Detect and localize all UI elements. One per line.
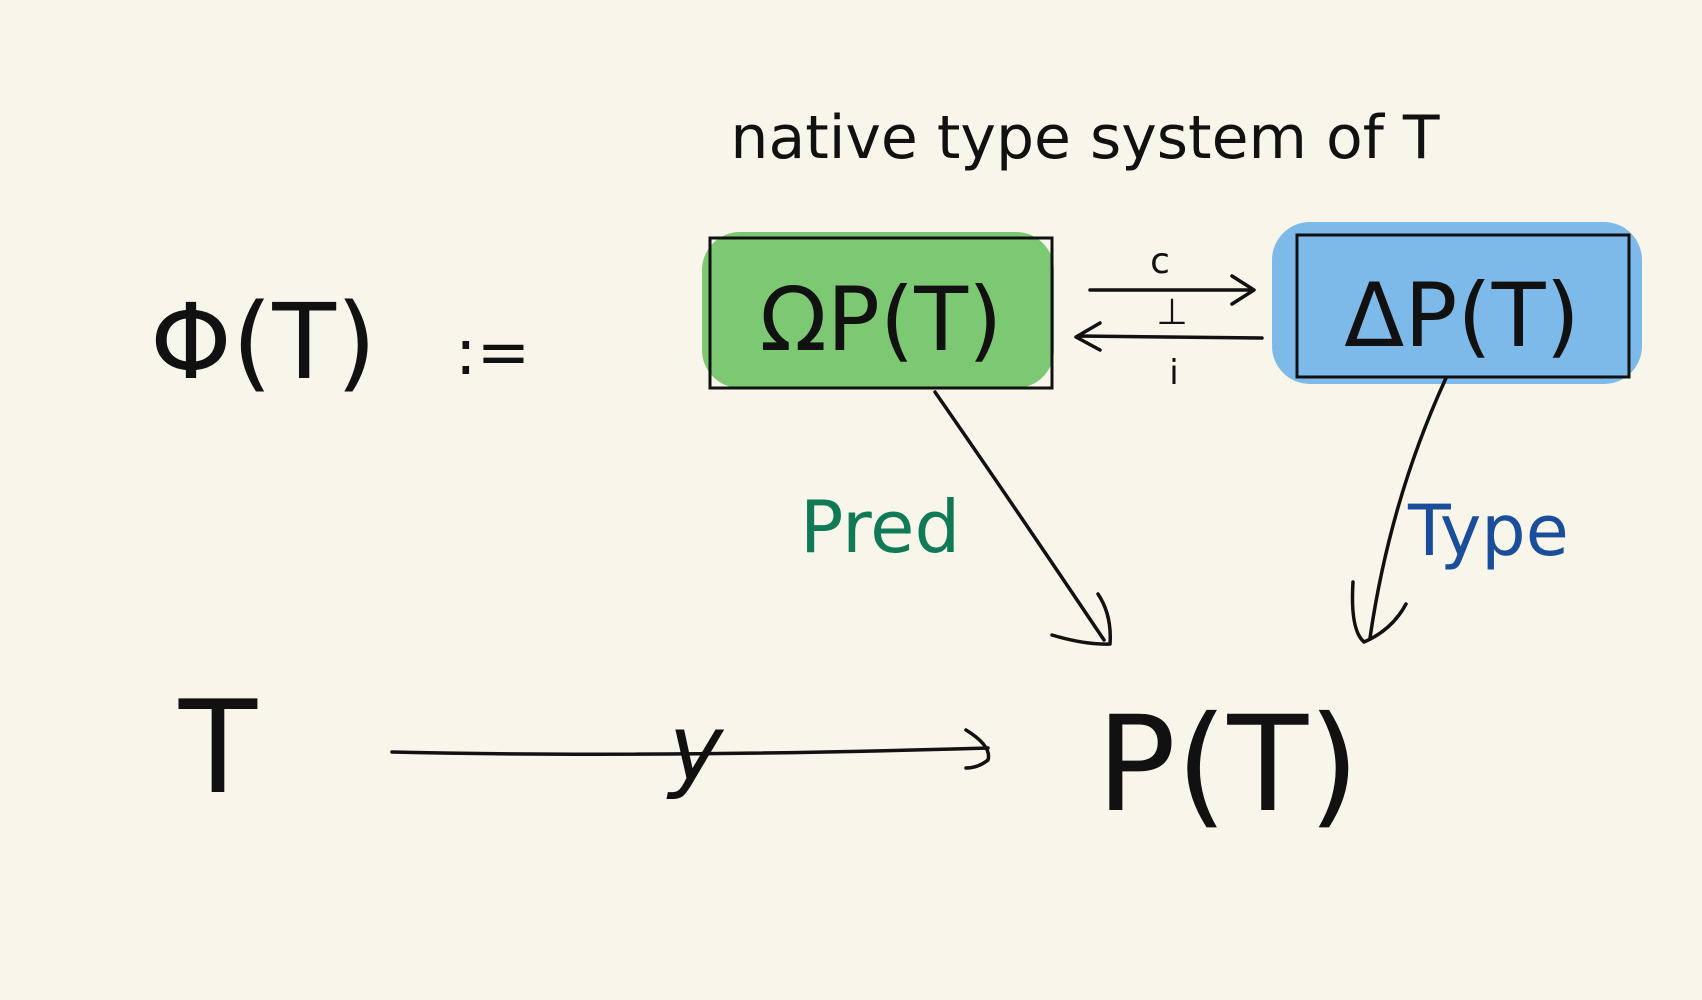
omega-frame [708,236,1054,390]
inclusion-arrow [1088,274,1256,306]
delta-label: ΔP(T) [1344,264,1580,367]
yoneda-arrow: y [390,695,991,802]
pred-label: Pred [800,485,960,569]
heading-text: native type system of T [730,103,1439,173]
pred-arrow-line [933,390,1112,646]
type-arrow-line [1350,376,1448,644]
definition-symbol: := [455,316,530,390]
omega-highlight [702,232,1054,388]
adjunction-bottom-label: i [1169,353,1178,393]
adjunction-symbol: ⊥ [1156,292,1187,333]
delta-frame [1295,233,1631,379]
yoneda-arrow-line [390,728,991,770]
source-t-label: T [178,674,258,823]
adjunction-top-label: c [1150,241,1170,282]
pred-arrow: Pred [800,390,1112,646]
type-arrow: Type [1350,376,1569,644]
target-p-of-t-label: P(T) [1096,688,1359,842]
type-label: Type [1407,490,1569,572]
yoneda-label: y [666,695,725,802]
omega-label: ΩP(T) [760,268,1003,371]
delta-highlight [1272,222,1642,384]
delta-box: ΔP(T) [1272,222,1642,384]
adjunction: c ⊥ i [1074,241,1264,393]
omega-box: ΩP(T) [702,232,1054,390]
retraction-arrow [1074,321,1264,352]
phi-of-t-label: Φ(T) [150,281,377,403]
